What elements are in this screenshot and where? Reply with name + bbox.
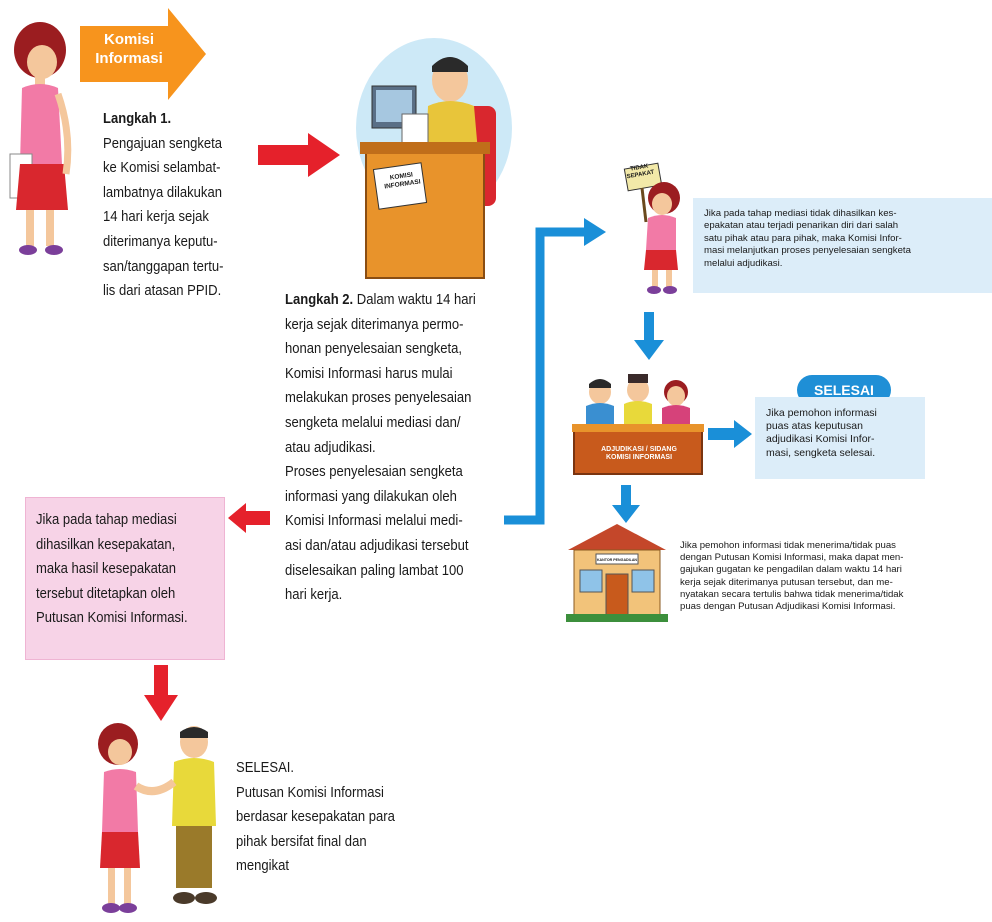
court-building-illustration bbox=[566, 524, 668, 622]
satisfied-text: Jika pemohon informasi puas atas keputus… bbox=[766, 407, 877, 459]
not-satisfied-text: Jika pemohon informasi tidak menerima/ti… bbox=[680, 540, 904, 613]
step2-title: Langkah 2. bbox=[285, 292, 354, 308]
commission-officer-illustration bbox=[356, 38, 512, 279]
satisfied-box bbox=[755, 397, 925, 479]
adjudication-label: ADJUDIKASI / SIDANG KOMISI INFORMASI bbox=[601, 446, 677, 461]
komisi-informasi-arrow-label: Komisi Informasi bbox=[95, 31, 163, 67]
handshake-illustration bbox=[98, 723, 217, 913]
blue-arrow-down-to-court bbox=[612, 485, 640, 523]
blue-arrow-to-satisfied bbox=[708, 420, 752, 448]
mediation-success-text: Jika pada tahap mediasi dihasilkan kesep… bbox=[36, 512, 188, 627]
disagree-woman-illustration bbox=[623, 162, 680, 294]
red-arrow-to-commission bbox=[258, 133, 340, 177]
step2-text-block: Langkah 2. Dalam waktu 14 hari kerja sej… bbox=[285, 292, 476, 604]
court-sign-label: KANTOR PENGADILAN bbox=[596, 558, 638, 562]
red-arrow-to-mediation-result bbox=[228, 503, 270, 533]
komisi-informasi-arrow bbox=[80, 8, 206, 100]
final-text-block: SELESAI. Putusan Komisi Informasi berdas… bbox=[236, 756, 411, 879]
final-title: SELESAI. bbox=[236, 760, 295, 776]
mediation-success-box bbox=[25, 497, 225, 660]
red-arrow-down-to-final bbox=[144, 665, 178, 721]
adjudication-panel-illustration bbox=[572, 374, 704, 475]
mediation-failure-text: Jika pada tahap mediasi tidak dihasilkan… bbox=[704, 208, 911, 269]
applicant-woman-illustration bbox=[9, 22, 72, 255]
blue-arrow-down-to-adjudication bbox=[634, 312, 664, 360]
blue-arrow-to-adjudication-path bbox=[504, 218, 606, 525]
step1-title: Langkah 1. bbox=[103, 111, 172, 127]
mediation-failure-box bbox=[693, 198, 992, 293]
step1-text-block: Langkah 1. Pengajuan sengketa ke Komisi … bbox=[103, 107, 256, 304]
